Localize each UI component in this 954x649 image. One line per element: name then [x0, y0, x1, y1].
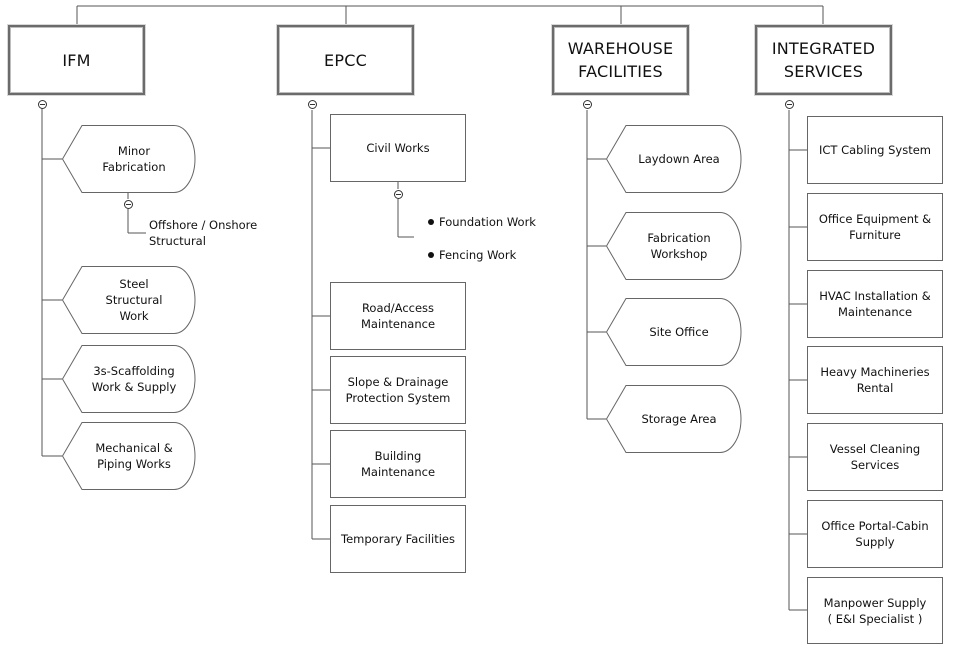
ifm-item-label: Minor Fabrication	[74, 125, 194, 193]
integrated-item-office-equipment: Office Equipment & Furniture	[807, 193, 943, 261]
line: Mechanical &	[95, 441, 173, 455]
line: Site Office	[649, 325, 709, 339]
line: Storage Area	[641, 412, 717, 426]
line: Supply	[855, 535, 895, 549]
bullet-icon	[428, 219, 434, 225]
header-ifm: IFM	[8, 25, 145, 95]
line: Work & Supply	[91, 380, 177, 394]
warehouse-item-fabrication-workshop: Fabrication Workshop	[606, 212, 742, 280]
warehouse-item-label: Laydown Area	[618, 125, 740, 193]
integrated-item-ict-cabling: ICT Cabling System	[807, 116, 943, 184]
collapse-epcc-icon[interactable]	[308, 100, 317, 109]
header-integrated-line2: SERVICES	[783, 62, 864, 81]
pentagon-shape	[606, 125, 742, 193]
line: Fabrication	[102, 160, 166, 174]
integrated-item-vessel-cleaning: Vessel Cleaning Services	[807, 423, 943, 491]
line: Office Portal-Cabin	[821, 519, 929, 533]
header-epcc: EPCC	[277, 25, 414, 95]
line: ( E&I Specialist )	[827, 611, 923, 626]
line: Laydown Area	[638, 152, 720, 166]
header-integrated-line1: INTEGRATED	[771, 39, 876, 58]
line: Maintenance	[360, 465, 436, 479]
sub-line: Foundation Work	[439, 215, 536, 229]
warehouse-item-label: Site Office	[618, 298, 740, 366]
line: Protection System	[345, 391, 451, 405]
epcc-item-temporary-facilities: Temporary Facilities	[330, 505, 466, 573]
line: ICT Cabling System	[819, 143, 931, 157]
pentagon-shape	[606, 212, 742, 280]
ifm-item-mechanical-piping: Mechanical & Piping Works	[62, 422, 196, 490]
collapse-minor-fabrication-icon[interactable]	[124, 200, 133, 209]
line: Heavy Machineries	[820, 365, 930, 379]
warehouse-item-site-office: Site Office	[606, 298, 742, 366]
header-ifm-text: IFM	[62, 50, 91, 70]
sub-line: Structural	[149, 234, 206, 248]
sub-line: Offshore / Onshore	[149, 218, 258, 232]
header-warehouse-line1: WAREHOUSE	[567, 39, 674, 58]
line: Maintenance	[837, 305, 913, 319]
epcc-item-slope-drainage: Slope & Drainage Protection System	[330, 356, 466, 424]
pentagon-shape	[606, 385, 742, 453]
line: Minor	[117, 144, 151, 158]
integrated-item-manpower-supply: Manpower Supply ( E&I Specialist )	[807, 577, 943, 644]
warehouse-item-laydown-area: Laydown Area	[606, 125, 742, 193]
header-warehouse-line2: FACILITIES	[578, 62, 663, 81]
line: Civil Works	[366, 141, 430, 155]
pentagon-shape	[62, 125, 196, 193]
pentagon-shape	[62, 345, 196, 413]
header-epcc-text: EPCC	[324, 50, 367, 70]
line: Road/Access	[361, 301, 435, 315]
collapse-ifm-icon[interactable]	[38, 100, 47, 109]
ifm-item-label: Steel Structural Work	[74, 266, 194, 334]
epcc-item-road-access: Road/Access Maintenance	[330, 282, 466, 350]
ifm-item-label: 3s-Scaffolding Work & Supply	[74, 345, 194, 413]
line: Office Equipment &	[818, 212, 932, 226]
line: Work	[119, 309, 149, 323]
pentagon-shape	[62, 422, 196, 490]
integrated-item-heavy-machineries: Heavy Machineries Rental	[807, 346, 943, 414]
line: 3s-Scaffolding	[93, 364, 175, 378]
bullet-icon	[428, 252, 434, 258]
epcc-item-building-maintenance: Building Maintenance	[330, 430, 466, 498]
line: Piping Works	[97, 457, 171, 471]
line: Services	[850, 458, 900, 472]
line: Fabrication	[647, 231, 711, 245]
collapse-civil-works-icon[interactable]	[394, 190, 403, 199]
ifm-sub-offshore-onshore: Offshore / Onshore Structural	[149, 217, 257, 249]
line: Steel	[119, 277, 149, 291]
warehouse-item-label: Fabrication Workshop	[618, 212, 740, 280]
line: Vessel Cleaning	[829, 442, 921, 456]
ifm-item-label: Mechanical & Piping Works	[74, 422, 194, 490]
collapse-warehouse-icon[interactable]	[583, 100, 592, 109]
epcc-item-civil-works: Civil Works	[330, 114, 466, 182]
line: Furniture	[849, 228, 901, 242]
epcc-sub-foundation-work: Foundation Work	[428, 215, 536, 229]
collapse-integrated-icon[interactable]	[785, 100, 794, 109]
line: Structural	[105, 293, 163, 307]
integrated-item-hvac: HVAC Installation & Maintenance	[807, 270, 943, 338]
ifm-item-scaffolding: 3s-Scaffolding Work & Supply	[62, 345, 196, 413]
ifm-item-minor-fabrication: Minor Fabrication	[62, 125, 196, 193]
line: Manpower Supply	[823, 595, 927, 610]
warehouse-item-storage-area: Storage Area	[606, 385, 742, 453]
line: Building	[374, 449, 422, 463]
integrated-item-portal-cabin: Office Portal-Cabin Supply	[807, 500, 943, 568]
header-integrated-services: INTEGRATED SERVICES	[755, 25, 892, 95]
ifm-item-steel-structural: Steel Structural Work	[62, 266, 196, 334]
line: Workshop	[650, 247, 708, 261]
line: Maintenance	[360, 317, 436, 331]
pentagon-shape	[62, 266, 196, 334]
sub-line: Fencing Work	[439, 248, 517, 262]
line: Slope & Drainage	[347, 375, 449, 389]
line: HVAC Installation &	[819, 289, 931, 303]
warehouse-item-label: Storage Area	[618, 385, 740, 453]
pentagon-shape	[606, 298, 742, 366]
header-warehouse-facilities: WAREHOUSE FACILITIES	[552, 25, 689, 95]
epcc-sub-fencing-work: Fencing Work	[428, 248, 516, 262]
line: Rental	[856, 381, 894, 395]
line: Temporary Facilities	[341, 532, 455, 546]
